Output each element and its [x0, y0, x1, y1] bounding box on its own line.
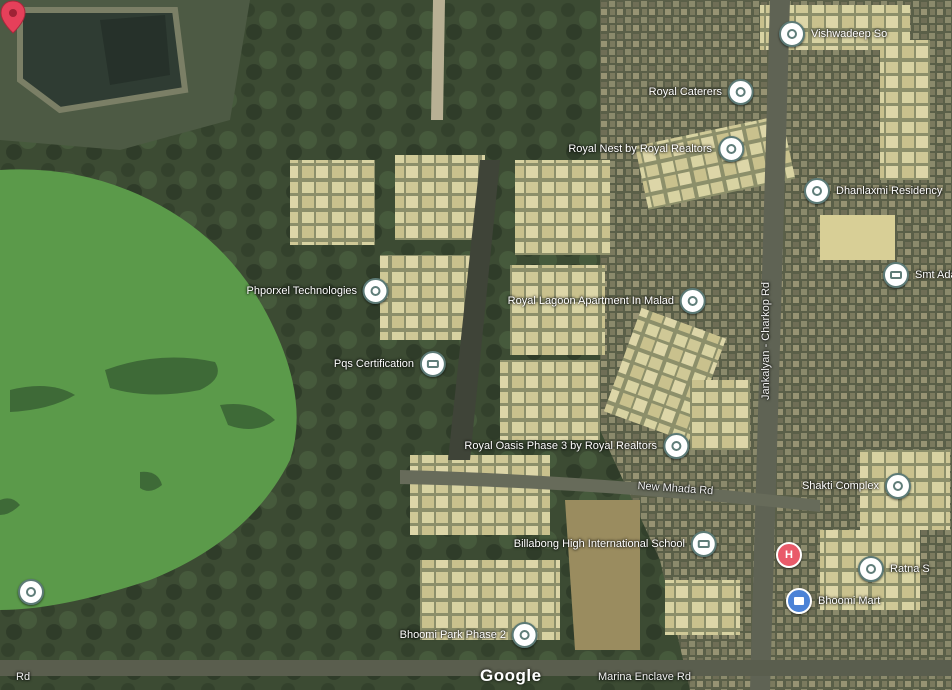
- poi-label: Vishwadeep So: [811, 28, 887, 40]
- google-attribution: Google: [480, 666, 542, 685]
- poi-name: Royal Nest by Royal Realtors: [568, 143, 712, 155]
- shop-icon[interactable]: [786, 588, 812, 614]
- place-icon[interactable]: [728, 79, 754, 105]
- poi-bhoomi-park[interactable]: Bhoomi Park Phase 2: [400, 622, 538, 648]
- poi-label: Royal Nest by Royal Realtors: [568, 143, 712, 155]
- poi-name: Royal Caterers: [648, 86, 722, 98]
- road-label-marina-enclave: Marina Enclave Rd: [598, 671, 691, 683]
- poi-label: Smt Adarsh: [915, 269, 952, 281]
- poi-name: Dhanlaxmi Residency: [836, 185, 943, 197]
- place-icon[interactable]: [858, 556, 884, 582]
- poi-shakti-complex[interactable]: Shakti Complex: [802, 473, 911, 499]
- poi-name: Shakti Complex: [801, 480, 879, 492]
- poi-left-edge[interactable]: [18, 579, 44, 605]
- poi-label: Phporxel Technologies: [247, 285, 357, 297]
- poi-label: Dhanlaxmi Residency: [836, 185, 942, 197]
- place-icon[interactable]: [779, 21, 805, 47]
- poi-name: Billabong High International School: [513, 538, 685, 550]
- poi-name: Phporxel Technologies: [246, 285, 357, 297]
- road-label-jankalyan-charkop: Jankalyan - Charkop Rd: [760, 281, 772, 400]
- poi-label: Ratna S: [890, 563, 930, 575]
- poi-name: Royal Lagoon Apartment In Malad: [507, 295, 674, 307]
- poi-name: Smt Adarsh: [915, 269, 952, 281]
- hospital-icon[interactable]: H: [776, 542, 802, 568]
- place-icon[interactable]: [680, 288, 706, 314]
- poi-label: Billabong High International School: [514, 538, 685, 550]
- poi-vishwadeep[interactable]: Vishwadeep So: [779, 21, 887, 47]
- place-icon[interactable]: [804, 178, 830, 204]
- poi-label: Bhoomi Mart: [818, 595, 880, 607]
- poi-name: Vishwadeep So: [811, 28, 888, 40]
- poi-label: Bhoomi Park Phase 2: [400, 629, 506, 641]
- place-icon[interactable]: [663, 433, 689, 459]
- poi-dhanlaxmi[interactable]: Dhanlaxmi Residency: [804, 178, 942, 204]
- place-icon[interactable]: [18, 579, 44, 605]
- school-icon[interactable]: [883, 262, 909, 288]
- poi-ratna[interactable]: Ratna S: [858, 556, 930, 582]
- poi-label: Royal Oasis Phase 3 by Royal Realtors: [464, 440, 657, 452]
- poi-label: Shakti Complex: [802, 480, 879, 492]
- poi-billabong[interactable]: Billabong High International School: [514, 531, 717, 557]
- poi-royal-lagoon[interactable]: Royal Lagoon Apartment In Malad: [508, 288, 706, 314]
- poi-phporxel[interactable]: Phporxel Technologies: [247, 278, 389, 304]
- selected-location-pin[interactable]: [0, 0, 26, 34]
- poi-name: Pqs Certification: [333, 358, 414, 370]
- poi-royal-caterers[interactable]: Royal Caterers: [649, 79, 754, 105]
- school-icon[interactable]: [420, 351, 446, 377]
- place-icon[interactable]: [363, 278, 389, 304]
- poi-smt-adarsh[interactable]: Smt Adarsh: [883, 262, 952, 288]
- poi-label: Royal Caterers: [649, 86, 722, 98]
- place-icon[interactable]: [512, 622, 538, 648]
- poi-name: Bhoomi Mart: [818, 595, 881, 607]
- road-label-rd-left: Rd: [16, 671, 31, 683]
- place-icon[interactable]: [885, 473, 911, 499]
- poi-label: Pqs Certification: [334, 358, 414, 370]
- poi-name: Royal Oasis Phase 3 by Royal Realtors: [464, 440, 657, 452]
- poi-name: Bhoomi Park Phase 2: [399, 629, 506, 641]
- poi-pqs-certification[interactable]: Pqs Certification: [334, 351, 446, 377]
- place-icon[interactable]: [718, 136, 744, 162]
- poi-label: Royal Lagoon Apartment In Malad: [508, 295, 674, 307]
- poi-hospital[interactable]: H: [776, 542, 802, 568]
- poi-royal-oasis[interactable]: Royal Oasis Phase 3 by Royal Realtors: [464, 433, 689, 459]
- poi-name: Ratna S: [890, 563, 930, 575]
- school-icon[interactable]: [691, 531, 717, 557]
- poi-royal-nest[interactable]: Royal Nest by Royal Realtors: [568, 136, 744, 162]
- poi-bhoomi-mart[interactable]: Bhoomi Mart: [786, 588, 880, 614]
